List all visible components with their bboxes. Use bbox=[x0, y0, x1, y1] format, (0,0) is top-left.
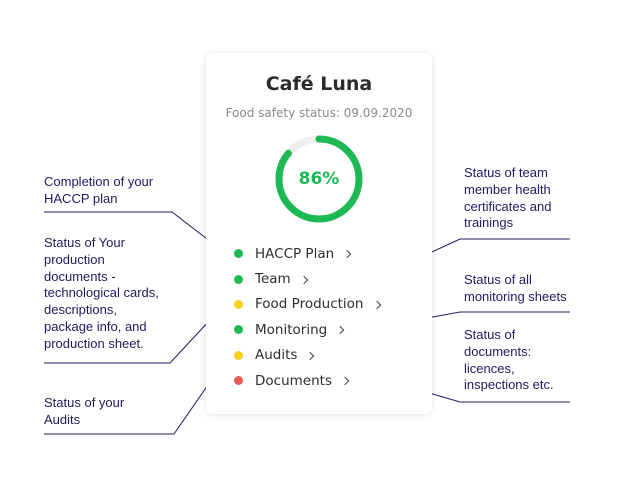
chevron-right-icon bbox=[306, 351, 315, 360]
card-title: Café Luna bbox=[265, 73, 373, 95]
status-item-monitoring[interactable]: Monitoring bbox=[234, 317, 380, 342]
chevron-right-icon bbox=[299, 275, 308, 284]
status-item-team[interactable]: Team bbox=[234, 266, 380, 291]
status-item-label: HACCP Plan bbox=[255, 245, 335, 262]
chevron-right-icon bbox=[342, 249, 352, 259]
status-dot bbox=[234, 350, 243, 360]
progress-ring-fill bbox=[275, 135, 363, 223]
status-item-label: Team bbox=[255, 271, 291, 288]
status-dot bbox=[234, 274, 243, 284]
status-dot bbox=[234, 376, 243, 386]
food-safety-status-date: Food safety status: 09.09.2020 bbox=[225, 106, 413, 120]
annotation-audits: Status of your Audits bbox=[44, 395, 125, 427]
status-item-documents[interactable]: Documents bbox=[234, 368, 380, 393]
status-list: HACCP Plan Team Food Production Monitori… bbox=[234, 241, 381, 393]
status-item-haccp-plan[interactable]: HACCP Plan bbox=[234, 241, 380, 266]
food-safety-card: Café Luna Food safety status: 09.09.2020… bbox=[206, 53, 432, 414]
status-dot bbox=[234, 249, 243, 259]
progress-percentage: 86% bbox=[298, 169, 340, 189]
status-item-audits[interactable]: Audits bbox=[234, 343, 380, 368]
chevron-right-icon bbox=[372, 300, 381, 310]
status-item-label: Audits bbox=[255, 347, 298, 364]
status-item-label: Food Production bbox=[255, 296, 364, 313]
annotation-production-documents: Status of Your production documents - te… bbox=[44, 235, 159, 351]
annotation-completion: Completion of your HACCP plan bbox=[44, 174, 154, 206]
annotation-monitoring: Status of all monitoring sheets bbox=[464, 272, 567, 304]
status-item-food-production[interactable]: Food Production bbox=[234, 292, 381, 317]
status-item-label: Documents bbox=[255, 372, 332, 389]
chevron-right-icon bbox=[335, 326, 345, 335]
annotation-documents: Status of documents: licences, inspectio… bbox=[464, 327, 554, 393]
status-dot bbox=[234, 325, 243, 335]
status-dot bbox=[234, 299, 243, 309]
progress-ring bbox=[275, 135, 363, 223]
status-item-label: Monitoring bbox=[255, 321, 328, 338]
chevron-right-icon bbox=[340, 376, 350, 386]
annotation-team: Status of team member health certificate… bbox=[464, 165, 552, 231]
